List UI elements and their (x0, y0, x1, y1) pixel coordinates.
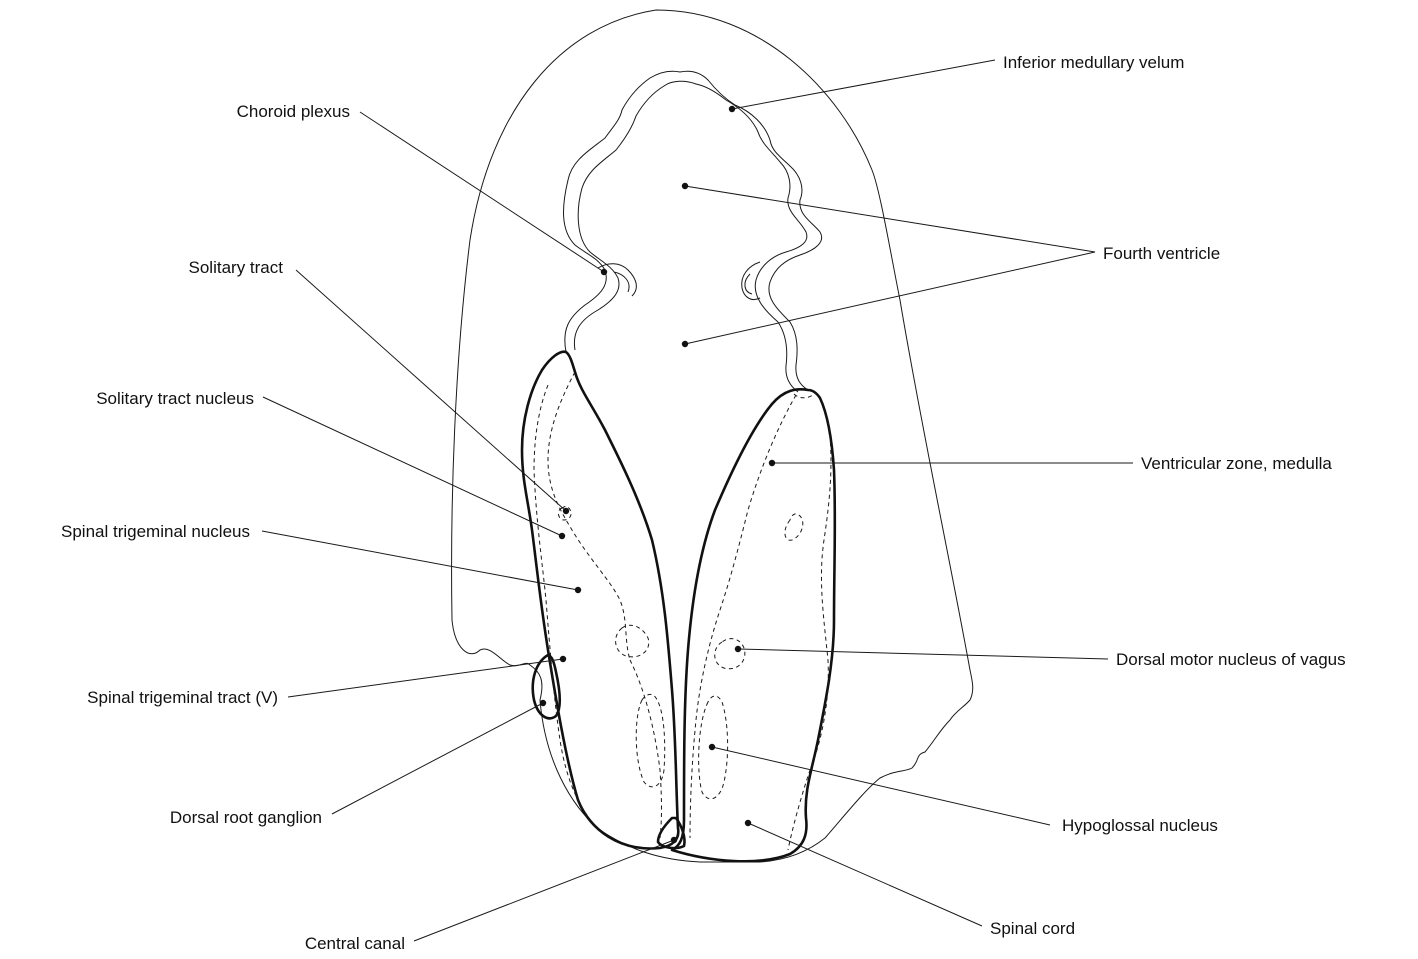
ventricle-left-outer (564, 71, 735, 352)
leader-spinal-trigeminal-nucleus (262, 531, 578, 590)
leader-inferior-medullary-velum (732, 60, 995, 109)
dashed-left-outer (534, 385, 596, 826)
label-ventricular-zone-medulla: Ventricular zone, medulla (1141, 454, 1332, 473)
ventricle-right-outer (735, 105, 822, 390)
label-solitary-tract: Solitary tract (189, 258, 284, 277)
ventricle-right-inner (726, 100, 807, 392)
dashed-left-inner (548, 372, 630, 660)
right-plate-outline (672, 389, 835, 861)
dot-dorsal-root-ganglion (540, 700, 546, 706)
dashed-right-inner (690, 395, 796, 838)
leader-fourth-ventricle-lower (685, 252, 1095, 344)
leader-spinal-trigeminal-tract (288, 659, 563, 697)
label-spinal-trigeminal-tract: Spinal trigeminal tract (V) (87, 688, 278, 707)
dashed-dorsal-motor-vagus (715, 639, 745, 669)
leader-dorsal-root-ganglion (332, 703, 543, 814)
label-spinal-cord: Spinal cord (990, 919, 1075, 938)
dashed-right-small-oval (785, 514, 803, 540)
label-solitary-tract-nucleus: Solitary tract nucleus (96, 389, 254, 408)
dashed-right-outer (788, 420, 831, 850)
dot-central-canal (671, 837, 677, 843)
leader-dorsal-motor-vagus (738, 649, 1108, 659)
label-dorsal-motor-nucleus-of-vagus: Dorsal motor nucleus of vagus (1116, 650, 1346, 669)
dashed-left-medial (630, 660, 662, 838)
label-inferior-medullary-velum: Inferior medullary velum (1003, 53, 1184, 72)
dot-ventricular-zone (769, 460, 775, 466)
dashed-right-top (794, 394, 814, 398)
dot-spinal-trigeminal-nucleus (575, 587, 581, 593)
label-fourth-ventricle: Fourth ventricle (1103, 244, 1220, 263)
leader-choroid-plexus (360, 112, 604, 272)
dot-hypoglossal-nucleus (709, 744, 715, 750)
dot-solitary-tract (563, 508, 569, 514)
left-plate-outline (522, 352, 678, 849)
leader-hypoglossal-nucleus (712, 747, 1050, 825)
dot-spinal-cord (745, 820, 751, 826)
dot-solitary-tract-nucleus (559, 533, 565, 539)
choroid-frill-right (742, 262, 760, 300)
dot-dorsal-motor-vagus (735, 646, 741, 652)
leader-fourth-ventricle-upper (685, 186, 1095, 252)
label-spinal-trigeminal-nucleus: Spinal trigeminal nucleus (61, 522, 250, 541)
label-hypoglossal-nucleus: Hypoglossal nucleus (1062, 816, 1218, 835)
dot-choroid-plexus (601, 269, 607, 275)
label-central-canal: Central canal (305, 934, 405, 953)
leader-central-canal (414, 840, 674, 941)
label-choroid-plexus: Choroid plexus (237, 102, 350, 121)
dashed-left-oval-upper (616, 625, 649, 657)
dot-inferior-medullary-velum (729, 106, 735, 112)
dot-spinal-trigeminal-tract (560, 656, 566, 662)
dot-fourth-ventricle-upper (682, 183, 688, 189)
outer-outline (452, 10, 973, 862)
ventricle-left-inner (574, 81, 726, 350)
label-dorsal-root-ganglion: Dorsal root ganglion (170, 808, 322, 827)
dot-fourth-ventricle-lower (682, 341, 688, 347)
leader-solitary-tract-nucleus (263, 397, 562, 536)
dashed-left-oval-lower (636, 694, 664, 787)
leader-spinal-cord (748, 823, 982, 926)
